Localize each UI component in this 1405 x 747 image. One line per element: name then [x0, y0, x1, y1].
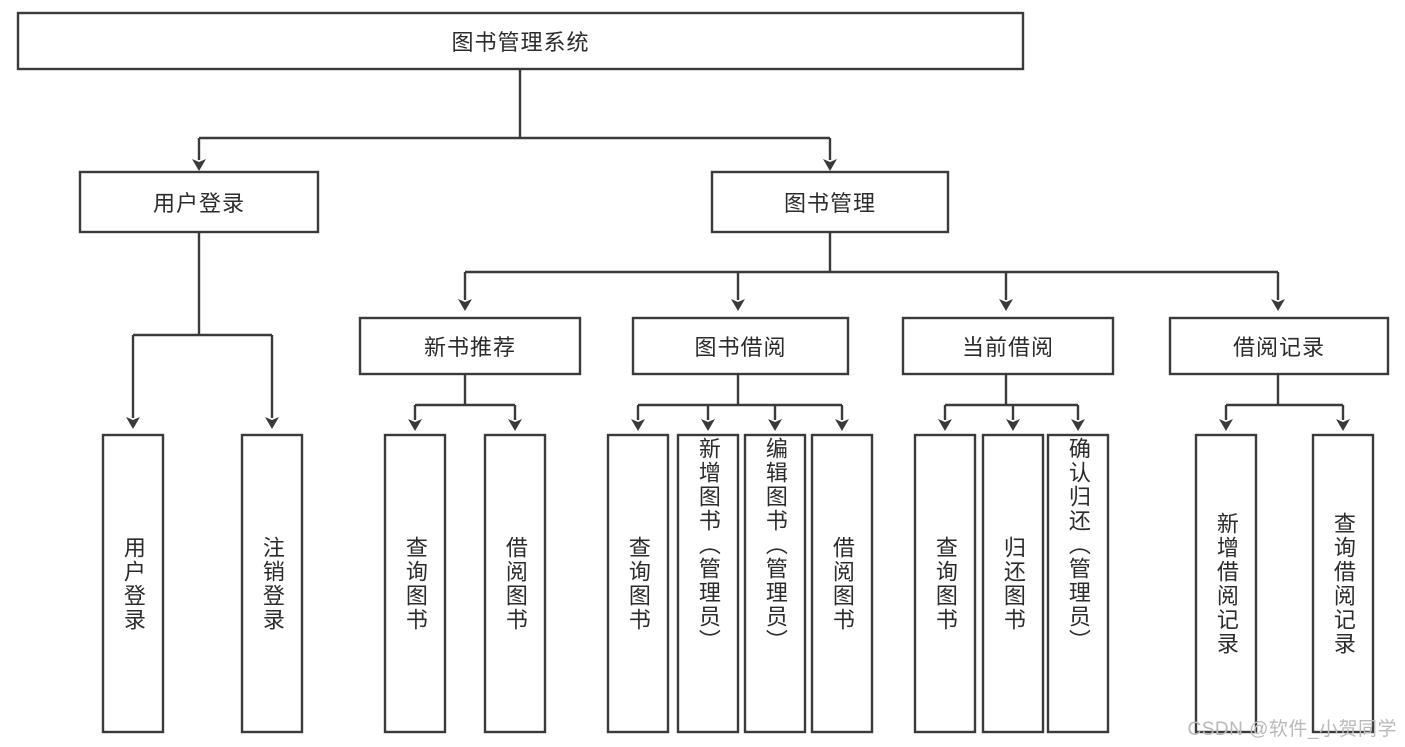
node-new-book-recommend[interactable]	[358, 316, 582, 376]
connectors-book-manage-to-level3	[458, 232, 1285, 311]
node-leaf-user-logout[interactable]	[240, 433, 304, 734]
node-root[interactable]	[16, 11, 1025, 71]
node-leaf-confirm-return[interactable]	[1046, 433, 1110, 734]
connectors-root-to-level2	[192, 69, 837, 171]
node-user-login[interactable]	[78, 170, 320, 234]
node-leaf-query-book-3[interactable]	[913, 433, 977, 734]
node-leaf-add-record[interactable]	[1194, 433, 1258, 734]
node-leaf-edit-book[interactable]	[743, 433, 807, 734]
connectors-current-borrow-to-leaves	[938, 374, 1085, 431]
node-leaf-query-book-1[interactable]	[383, 433, 447, 734]
connectors-borrow-record-to-leaves	[1219, 374, 1350, 431]
node-leaf-user-login[interactable]	[101, 433, 165, 734]
connectors-new-book-recommend-to-leaves	[408, 374, 522, 431]
watermark-text: CSDN @软件_小贺同学	[1187, 719, 1397, 740]
node-book-manage[interactable]	[710, 170, 950, 234]
node-leaf-borrow-book-2[interactable]	[810, 433, 874, 734]
node-borrow-record[interactable]	[1168, 316, 1390, 376]
node-current-borrow[interactable]	[901, 316, 1115, 376]
connectors-book-borrow-to-leaves	[631, 374, 849, 431]
node-leaf-query-book-2[interactable]	[606, 433, 670, 734]
node-book-borrow[interactable]	[631, 316, 850, 376]
node-leaf-add-book[interactable]	[676, 433, 740, 734]
node-leaf-borrow-book-1[interactable]	[483, 433, 547, 734]
connectors-user-login-to-leaves	[126, 232, 279, 429]
node-leaf-return-book[interactable]	[981, 433, 1045, 734]
node-leaf-query-record[interactable]	[1311, 433, 1375, 734]
